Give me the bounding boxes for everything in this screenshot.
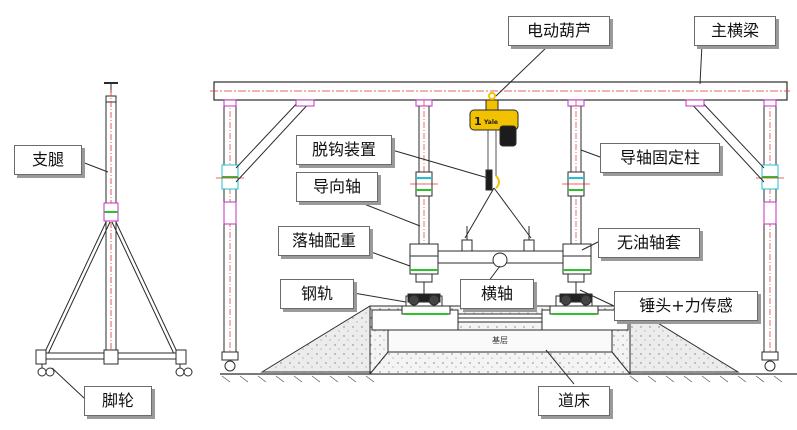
hoist-number: 1	[474, 115, 482, 128]
label-support-leg: 支腿	[14, 145, 82, 175]
label-electric-hoist: 电动葫芦	[508, 16, 610, 46]
label-guide-shaft: 导向轴	[296, 172, 378, 202]
label-main-beam: 主横梁	[694, 16, 776, 46]
label-hammer-sensor: 锤头+力传感	[614, 291, 758, 321]
legs	[216, 99, 784, 372]
hoist-brand: Yale	[483, 119, 498, 126]
label-unhook-device: 脱钩装置	[296, 135, 392, 165]
concrete-mark: 基层	[492, 335, 508, 345]
label-caster: 脚轮	[84, 386, 152, 416]
ground	[220, 373, 797, 383]
guide-columns	[410, 99, 590, 300]
cross-shaft-assembly	[407, 226, 593, 306]
label-track-bed: 道床	[538, 386, 610, 416]
label-drop-weight: 落轴配重	[278, 226, 370, 256]
label-rail: 钢轨	[280, 279, 354, 309]
electric-hoist	[464, 92, 532, 239]
label-cross-shaft: 横轴	[460, 279, 534, 309]
main-beam	[210, 81, 790, 101]
side-view	[35, 82, 193, 377]
label-guide-shaft-column: 导轴固定柱	[600, 143, 720, 173]
label-oilless-bushing: 无油轴套	[598, 228, 700, 258]
